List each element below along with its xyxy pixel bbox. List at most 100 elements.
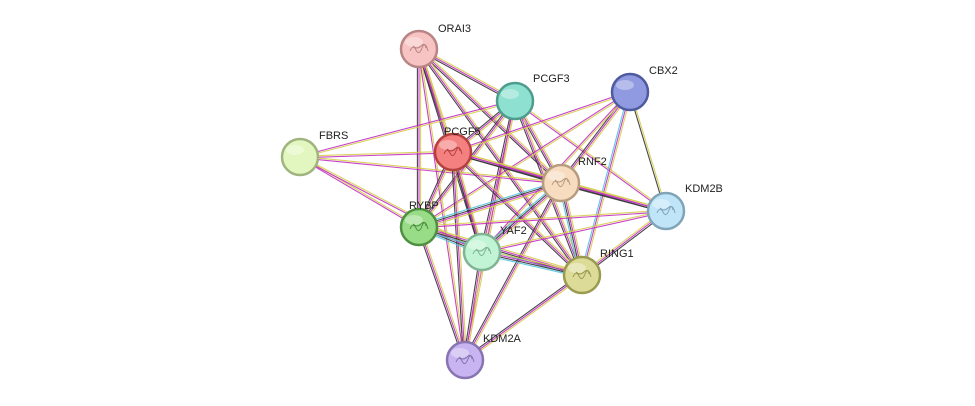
edge-evidence-line (463, 100, 515, 360)
edge-evidence-line (299, 150, 453, 157)
node-circle[interactable] (541, 163, 581, 203)
edge-evidence-line (465, 101, 517, 361)
structure-icon (472, 246, 492, 257)
edge-evidence-line (450, 152, 464, 361)
node-kdm2b[interactable]: KDM2B (646, 183, 723, 231)
edge-ring1-kdm2a[interactable] (463, 273, 584, 362)
edge-pcgf3-kdm2a[interactable] (463, 100, 517, 361)
node-highlight (405, 37, 423, 47)
edge-evidence-line (628, 92, 666, 212)
node-circle[interactable] (399, 29, 439, 69)
edge-cbx2-pcgf5[interactable] (452, 90, 631, 154)
structure-icon (572, 269, 592, 280)
node-label: RYBP (409, 200, 439, 212)
edge-evidence-line (453, 150, 584, 275)
node-highlight (468, 240, 486, 250)
structure-icon (656, 205, 676, 216)
edge-evidence-line (419, 183, 562, 229)
node-highlight (286, 145, 304, 155)
edge-evidence-line (418, 48, 562, 184)
node-highlight (568, 263, 586, 273)
node-yaf2[interactable]: YAF2 (462, 225, 527, 272)
structure-icon (455, 354, 475, 365)
edge-rnf2-kdm2a[interactable] (463, 181, 563, 362)
edge-evidence-line (418, 209, 666, 227)
edge-evidence-line (463, 181, 561, 360)
edge-evidence-line (583, 92, 633, 276)
edge-rybp-kdm2a[interactable] (416, 226, 468, 361)
node-circle[interactable] (462, 232, 502, 272)
node-rybp[interactable]: RYBP (399, 200, 439, 247)
edge-evidence-line (515, 99, 667, 211)
node-highlight (439, 140, 457, 150)
node-circle[interactable] (495, 81, 535, 121)
node-fbrs[interactable]: FBRS (280, 130, 348, 177)
edge-evidence-line (300, 101, 516, 159)
node-cbx2[interactable]: CBX2 (610, 65, 678, 112)
edge-evidence-line (452, 90, 630, 152)
edge-evidence-line (464, 274, 583, 361)
edge-fbrs-rnf2[interactable] (299, 155, 562, 185)
node-ring1[interactable]: RING1 (562, 248, 634, 295)
node-highlight (616, 80, 634, 90)
node-highlight (652, 199, 670, 209)
node-circle[interactable] (445, 340, 485, 380)
node-label: PCGF5 (444, 126, 481, 138)
edge-rybp-kdm2b[interactable] (418, 209, 667, 229)
node-pcgf5[interactable]: PCGF5 (433, 126, 481, 172)
node-label: CBX2 (649, 65, 678, 77)
edge-evidence-line (453, 92, 631, 154)
edge-cbx2-ring1[interactable] (579, 91, 633, 276)
node-label: PCGF3 (533, 73, 570, 85)
edge-orai3-kdm2a[interactable] (417, 48, 467, 361)
node-orai3[interactable]: ORAI3 (399, 23, 471, 69)
edge-evidence-line (579, 91, 629, 275)
node-circle[interactable] (280, 137, 320, 177)
node-circle[interactable] (562, 255, 602, 295)
edge-evidence-line (465, 183, 563, 362)
node-kdm2a[interactable]: KDM2A (445, 333, 522, 380)
edge-evidence-line (419, 48, 467, 360)
edge-evidence-line (419, 211, 667, 229)
node-pcgf3[interactable]: PCGF3 (495, 73, 570, 121)
edge-evidence-line (418, 226, 466, 361)
edge-evidence-line (419, 226, 468, 360)
node-circle[interactable] (433, 132, 473, 172)
node-circle[interactable] (610, 72, 650, 112)
edge-pcgf5-kdm2a[interactable] (450, 151, 468, 361)
edge-evidence-line (581, 91, 631, 276)
edge-evidence-line (299, 99, 515, 157)
edge-evidence-line (299, 157, 419, 229)
edge-pcgf5-ring1[interactable] (451, 150, 584, 277)
edge-evidence-line (514, 101, 666, 213)
node-circle[interactable] (646, 191, 686, 231)
edge-yaf2-kdm2b[interactable] (481, 209, 667, 254)
node-label: RNF2 (578, 156, 607, 168)
edge-pcgf3-fbrs[interactable] (299, 99, 516, 159)
node-rnf2[interactable]: RNF2 (541, 156, 607, 203)
node-highlight (501, 89, 519, 99)
edge-evidence-line (482, 211, 667, 254)
edge-evidence-line (452, 151, 466, 361)
node-highlight (547, 171, 565, 181)
node-circle[interactable] (399, 207, 439, 247)
edge-evidence-line (481, 209, 666, 252)
edge-orai3-rybp[interactable] (416, 49, 422, 227)
node-label: KDM2B (685, 183, 723, 195)
edge-evidence-line (454, 151, 468, 360)
edge-evidence-line (452, 151, 583, 276)
structure-icon (551, 177, 571, 188)
edge-fbrs-pcgf5[interactable] (299, 150, 454, 159)
edge-evidence-line (416, 227, 465, 361)
edge-evidence-line (418, 180, 561, 226)
edge-evidence-line (464, 182, 562, 361)
edge-cbx2-kdm2b[interactable] (628, 91, 668, 212)
edge-pcgf3-kdm2b[interactable] (514, 99, 667, 213)
edge-evidence-line (630, 91, 668, 211)
edge-evidence-line (300, 152, 454, 159)
edge-rnf2-rybp[interactable] (418, 180, 562, 230)
node-label: YAF2 (500, 225, 527, 237)
structure-icon (409, 43, 429, 54)
